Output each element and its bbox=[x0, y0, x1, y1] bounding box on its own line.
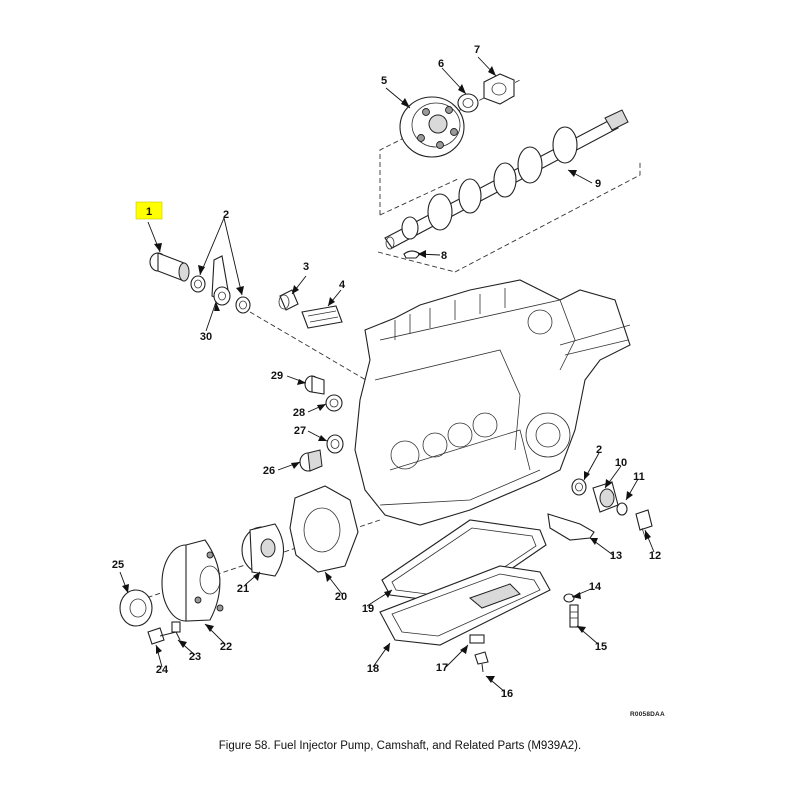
callout-30: 30 bbox=[200, 331, 212, 343]
left-side-parts bbox=[299, 375, 344, 472]
callout-18: 18 bbox=[367, 663, 379, 675]
washer-2b bbox=[235, 296, 251, 314]
gasket-19 bbox=[381, 519, 547, 605]
cap-26 bbox=[299, 449, 323, 472]
callout-14: 14 bbox=[589, 581, 602, 593]
callout-6: 6 bbox=[438, 58, 444, 70]
cover-22 bbox=[161, 539, 224, 622]
callout-3: 3 bbox=[303, 261, 309, 273]
callout-labels: 1 2 3 4 5 6 7 8 9 30 29 28 27 26 2 10 11… bbox=[112, 44, 661, 700]
gear-21 bbox=[241, 523, 285, 577]
bracket-17 bbox=[469, 634, 485, 644]
callout-2-right: 2 bbox=[596, 444, 602, 456]
figure-caption: Figure 58. Fuel Injector Pump, Camshaft,… bbox=[218, 740, 582, 752]
plate-20 bbox=[289, 485, 359, 573]
camshaft-9 bbox=[384, 109, 629, 250]
callout-7: 7 bbox=[474, 44, 480, 56]
callout-20: 20 bbox=[335, 591, 347, 603]
front-cover-group bbox=[119, 485, 381, 645]
bolt-24 bbox=[147, 627, 177, 645]
callout-16: 16 bbox=[501, 688, 513, 700]
valve-10 bbox=[592, 481, 619, 513]
callout-12: 12 bbox=[649, 550, 661, 562]
callout-22: 22 bbox=[220, 641, 232, 653]
callout-2: 2 bbox=[223, 209, 229, 221]
right-parts bbox=[547, 478, 653, 541]
callout-26: 26 bbox=[263, 465, 275, 477]
bearing-5 bbox=[399, 96, 465, 158]
washer-14 bbox=[563, 593, 575, 603]
callout-13: 13 bbox=[610, 550, 622, 562]
callout-24: 24 bbox=[156, 664, 169, 676]
callout-1: 1 bbox=[146, 206, 152, 218]
callout-21: 21 bbox=[237, 583, 249, 595]
key-8 bbox=[403, 250, 421, 259]
plug-29 bbox=[304, 375, 325, 395]
callout-8: 8 bbox=[441, 250, 447, 262]
washer-28 bbox=[325, 394, 343, 412]
rack-4 bbox=[301, 305, 343, 329]
callout-29: 29 bbox=[271, 370, 283, 382]
washer-11 bbox=[616, 502, 628, 516]
callout-28: 28 bbox=[293, 407, 305, 419]
banjo-30 bbox=[211, 255, 231, 306]
bushing-3 bbox=[278, 289, 299, 311]
fitting-1 bbox=[149, 252, 190, 282]
callout-23: 23 bbox=[189, 651, 201, 663]
callout-4: 4 bbox=[339, 279, 346, 291]
callout-17: 17 bbox=[436, 662, 448, 674]
callout-10: 10 bbox=[615, 457, 627, 469]
seal-27 bbox=[326, 434, 344, 454]
callout-15: 15 bbox=[595, 641, 607, 653]
washer-2a bbox=[190, 275, 206, 293]
callout-5: 5 bbox=[381, 75, 387, 87]
gasket-13 bbox=[547, 513, 595, 541]
callout-25: 25 bbox=[112, 559, 124, 571]
arrowheads bbox=[122, 66, 651, 683]
callout-19: 19 bbox=[362, 603, 374, 615]
washer-6 bbox=[457, 93, 479, 113]
nut-7 bbox=[483, 73, 515, 105]
callout-9: 9 bbox=[595, 178, 601, 190]
drawing-code: R0058DAA bbox=[630, 711, 665, 718]
camshaft-group bbox=[377, 73, 641, 273]
oil-pan-group bbox=[379, 519, 579, 673]
pump-housing bbox=[354, 279, 631, 526]
washer-2-right bbox=[571, 478, 587, 496]
bolt-23 bbox=[171, 621, 181, 641]
bolt-16 bbox=[474, 651, 489, 673]
callout-27: 27 bbox=[294, 425, 306, 437]
seal-25 bbox=[119, 589, 153, 627]
callout-highlight bbox=[135, 201, 163, 220]
stud-15 bbox=[569, 604, 579, 628]
callout-11: 11 bbox=[633, 471, 645, 483]
fittings-group bbox=[149, 252, 401, 401]
